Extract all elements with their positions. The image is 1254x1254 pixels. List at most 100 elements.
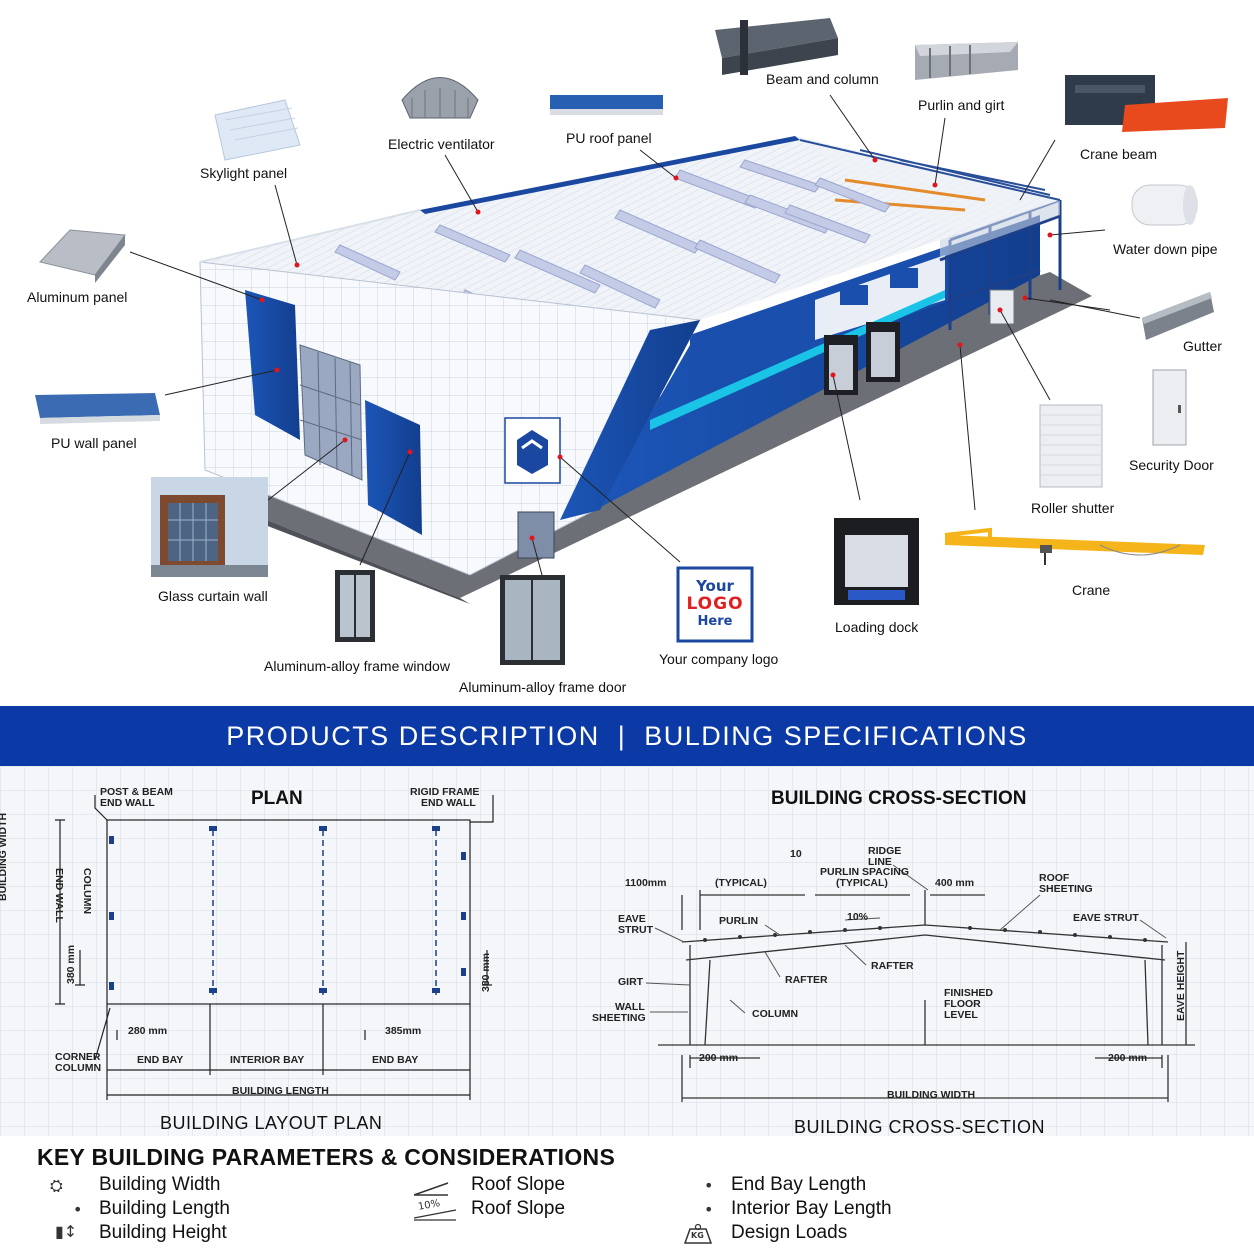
end-wall-blue-mid — [365, 400, 422, 535]
section-purlin-dots — [703, 926, 1147, 942]
thumb-electric-ventilator — [401, 77, 479, 119]
param-interior-bay-length: Interior Bay Length — [731, 1198, 892, 1219]
plan-end-wall-column-2: COLUMN — [81, 868, 93, 915]
plan-rigid-frame-2: END WALL — [421, 797, 476, 809]
section-purlin-spacing-1: PURLIN SPACING — [820, 866, 910, 878]
thumb-water-down-pipe — [1131, 184, 1198, 226]
weight-icon — [684, 1223, 712, 1244]
end-wall-blue-left — [245, 290, 300, 440]
leader-dots — [259, 157, 1053, 541]
logo-text-your: Your — [696, 577, 734, 595]
specs-panel: PLAN POST & BEAM END WALL RIGID FRAME EN… — [0, 766, 1254, 1137]
thumb-crane — [944, 527, 1205, 565]
side-door — [989, 289, 1015, 325]
param-building-height: Building Height — [99, 1222, 227, 1243]
thumb-security-door — [1152, 369, 1187, 446]
section-ffl-2: FLOOR — [944, 998, 981, 1010]
section-slope: 10% — [847, 911, 869, 923]
plan-post-beam-2: END WALL — [100, 797, 155, 809]
banner-building-specifications: BULDING SPECIFICATIONS — [644, 720, 1028, 751]
thumb-roller-shutter — [1039, 404, 1103, 488]
section-dim-200-right: 200 mm — [1108, 1052, 1148, 1064]
label-your-company-logo: Your company logo — [659, 651, 779, 667]
label-aluminum-panel: Aluminum panel — [27, 289, 128, 305]
plan-frame-lines — [212, 830, 437, 995]
building-illustration — [35, 18, 1228, 665]
roof-open-frame — [800, 140, 1060, 235]
thumb-crane-beam — [1065, 75, 1228, 132]
param-roof-slope-2: Roof Slope — [471, 1198, 566, 1219]
section-rafter-left: RAFTER — [785, 974, 828, 986]
section-eave-strut-left-1: EAVE — [618, 913, 646, 925]
drawings — [55, 795, 1195, 1102]
param-roof-slope-1: Roof Slope — [471, 1174, 566, 1195]
company-logo-box — [676, 566, 754, 643]
section-eave-strut-right: EAVE STRUT — [1073, 912, 1139, 924]
thumb-pu-wall-panel — [35, 393, 160, 424]
plan-interior-bay: INTERIOR BAY — [230, 1054, 305, 1066]
thumb-purlin-girt — [915, 42, 1018, 80]
section-girt: GIRT — [618, 976, 644, 988]
plan-dim-380-left: 380 mm — [65, 944, 77, 984]
param-end-bay-length: End Bay Length — [731, 1174, 867, 1195]
bullet-icon: • — [704, 1200, 714, 1219]
section-ffl-3: LEVEL — [944, 1009, 978, 1021]
key-parameters: KEY BUILDING PARAMETERS & CONSIDERATIONS… — [0, 1136, 1254, 1254]
plan-end-bay-left: END BAY — [137, 1054, 184, 1066]
section-eave-height: EAVE HEIGHT — [1175, 950, 1187, 1021]
label-loading-dock: Loading dock — [835, 619, 919, 635]
thumb-gutter — [1142, 292, 1214, 340]
thumb-beam-column — [715, 18, 838, 75]
section-lines — [658, 890, 1195, 1102]
glass-curtain — [299, 344, 363, 481]
plan-building-length: BUILDING LENGTH — [232, 1085, 329, 1097]
logo-text-here: Here — [697, 614, 733, 629]
crane-beam-orange — [834, 178, 986, 212]
plan-corner-column-1: CORNER — [55, 1051, 101, 1063]
section-ten: 10 — [790, 848, 802, 860]
section-leaders — [645, 864, 1167, 1014]
thumb-loading-dock — [834, 518, 919, 605]
label-purlin-and-girt: Purlin and girt — [918, 97, 1005, 113]
section-roof-sheeting-2: SHEETING — [1039, 883, 1093, 895]
thumb-pu-roof-panel — [550, 95, 663, 115]
section-column: COLUMN — [752, 1008, 799, 1020]
section-purlin: PURLIN — [719, 915, 759, 927]
section-roof-sheeting-1: ROOF — [1039, 872, 1070, 884]
height-ruler-icon: ▮↕ — [55, 1222, 78, 1241]
plan-columns — [109, 826, 466, 993]
label-aluminum-alloy-frame-door: Aluminum-alloy frame door — [459, 679, 627, 695]
banner-products-description: PRODUCTS DESCRIPTION — [226, 720, 600, 751]
label-crane: Crane — [1072, 582, 1111, 598]
param-design-loads: Design Loads — [731, 1222, 848, 1243]
section-dim-200-left: 200 mm — [699, 1052, 739, 1064]
section-purlin-spacing-2: (TYPICAL) — [836, 877, 888, 889]
label-roller-shutter: Roller shutter — [1031, 500, 1115, 516]
bullet-icon: • — [73, 1200, 83, 1219]
label-gutter: Gutter — [1183, 338, 1222, 354]
bullet-icon: • — [704, 1176, 714, 1195]
params-title: KEY BUILDING PARAMETERS & CONSIDERATIONS — [37, 1144, 616, 1170]
param-building-length: Building Length — [99, 1198, 230, 1219]
section-eave-strut-left-2: STRUT — [618, 924, 653, 936]
leader-lines — [129, 94, 1141, 576]
label-glass-curtain-wall: Glass curtain wall — [158, 588, 268, 604]
label-security-door: Security Door — [1129, 457, 1214, 473]
plan-rigid-frame-1: RIGID FRAME — [410, 786, 480, 798]
plan-dim-385: 385mm — [385, 1025, 422, 1037]
label-beam-and-column: Beam and column — [766, 71, 879, 87]
section-ridge-1: RIDGE — [868, 845, 902, 857]
thumb-skylight-panel — [214, 99, 301, 161]
plan-title: PLAN — [251, 788, 303, 809]
plan-lines — [55, 795, 494, 1100]
plan-dim-280: 280 mm — [128, 1025, 168, 1037]
thumb-aluminum-door — [500, 575, 565, 665]
width-gauge-icon: ⛭ — [50, 1176, 63, 1195]
end-wall-blue-right — [560, 320, 700, 520]
plan-building-width: BUILDING WIDTH — [0, 812, 9, 901]
roof — [200, 136, 1060, 320]
label-water-down-pipe: Water down pipe — [1113, 241, 1218, 257]
logo-text-logo: LOGO — [686, 594, 744, 614]
section-banner: PRODUCTS DESCRIPTION | BULDING SPECIFICA… — [0, 706, 1254, 766]
